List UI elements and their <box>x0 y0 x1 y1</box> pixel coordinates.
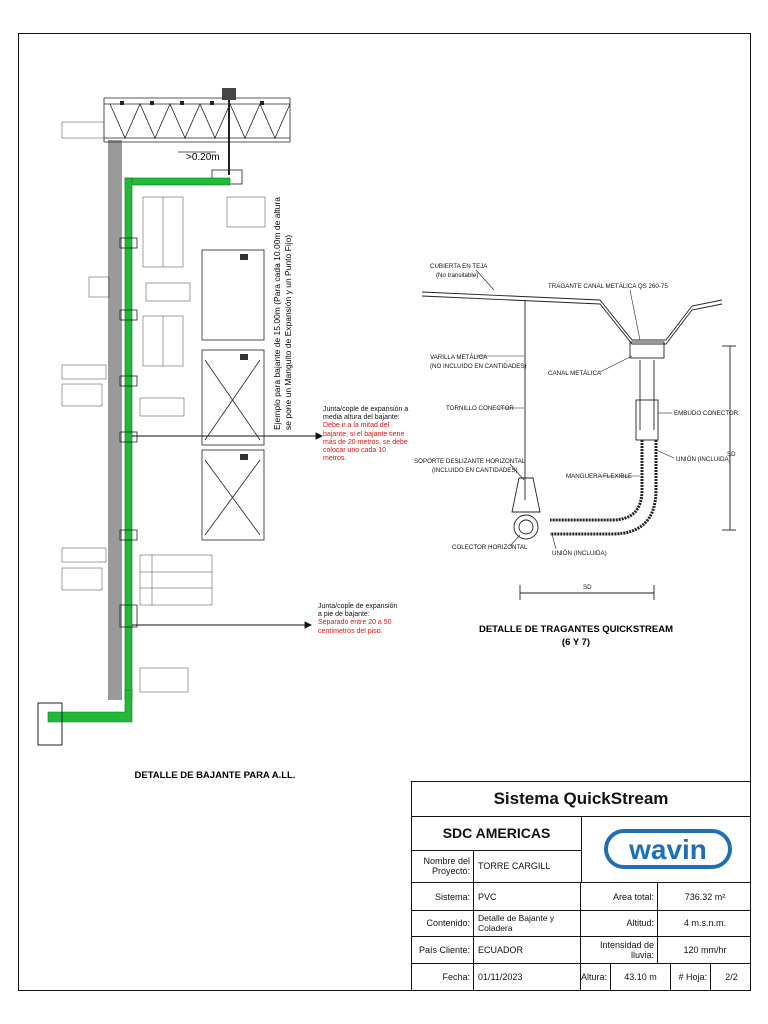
label-colector: COLECTOR HORIZONTAL <box>452 544 528 551</box>
content-value: Detalle de Bajante y Coladera <box>474 909 581 936</box>
green-downpipe <box>47 177 231 723</box>
company-row: SDC AMERICAS <box>412 816 581 851</box>
system-value: PVC <box>474 883 581 910</box>
label-soporte-sub: (INCLUIDO EN CANTIDADES) <box>432 467 518 474</box>
label-soporte: SOPORTE DESLIZANTE HORIZONTAL <box>414 458 526 465</box>
sheet-value: 2/2 <box>725 971 738 982</box>
altitude-value: 4 m.s.n.m. <box>683 917 726 928</box>
height-value: 43.10 m <box>611 963 671 990</box>
project-label: Nombre del Proyecto: <box>412 850 474 882</box>
system-title: Sistema QuickStream <box>412 782 750 817</box>
right-caption-line1: DETALLE DE TRAGANTES QUICKSTREAM <box>479 624 673 635</box>
left-note-boxes <box>61 121 189 693</box>
label-cubierta: CUBIERTA EN TEJA <box>430 263 488 270</box>
country-label: País Cliente: <box>412 936 474 963</box>
wall <box>108 140 122 700</box>
rain-label: Intensidad de lluvia: <box>581 936 658 963</box>
label-sd-horizontal: SD <box>583 584 592 591</box>
leader-lines <box>475 269 675 550</box>
label-tragante: TRAGANTE CANAL METÁLICA QS 260-75 <box>548 283 668 290</box>
label-union-incl: UNIÓN (INCLUIDA) <box>676 456 731 463</box>
label-embudo: EMBUDO CONECTOR <box>674 410 739 417</box>
callout-mid-red: Debe ir a la mitad del bajante, si el ba… <box>323 422 408 463</box>
rain-value: 120 mm/hr <box>683 944 727 955</box>
date-row: Fecha: 01/11/2023 Altura: 43.10 m # Hoja… <box>412 963 750 990</box>
label-union-bottom: UNIÓN (INCLUIDA) <box>552 550 607 557</box>
drawing-sheet-border <box>18 33 751 991</box>
system-row: Sistema: PVC Area total: 736.32 m² <box>412 882 750 911</box>
connector-funnel <box>635 399 659 441</box>
callout-bottom: Junta/cople de expansión a pie de bajant… <box>318 603 402 636</box>
vertical-note-1: Ejemplo para bajante de 15.00m (Para cad… <box>272 197 282 430</box>
pipe-clamps <box>119 237 138 628</box>
country-row: País Cliente: ECUADOR Intensidad de lluv… <box>412 936 750 964</box>
date-value: 01/11/2023 <box>474 963 581 990</box>
country-value: ECUADOR <box>474 936 581 963</box>
system-label: Sistema: <box>412 883 474 910</box>
flexible-hose <box>550 440 644 522</box>
spec-tables <box>139 196 266 606</box>
right-caption-line2: (6 Y 7) <box>562 637 590 648</box>
label-tornillo: TORNILLO CONECTOR <box>446 405 514 412</box>
label-cubierta-sub: (No transitable) <box>436 272 478 279</box>
project-row: Nombre del Proyecto: TORRE CARGILL <box>412 850 581 883</box>
purlins <box>120 101 264 105</box>
label-varilla: VARILLA METÁLICA <box>430 354 488 361</box>
label-canal: CANAL METÁLICA <box>548 370 602 377</box>
altitude-label: Altitud: <box>581 909 658 936</box>
sliding-support <box>511 477 541 513</box>
content-label: Contenido: <box>412 909 474 936</box>
area-value: 736.32 m² <box>684 891 726 902</box>
callout-mid-title: Junta/cople de expansión a media altura … <box>323 406 409 422</box>
callout-arrows <box>132 432 324 629</box>
label-sd-vertical: SD <box>727 451 736 458</box>
callout-mid-height: Junta/cople de expansión a media altura … <box>323 406 409 463</box>
logo-text: wavin <box>628 834 707 865</box>
content-row: Contenido: Detalle de Bajante y Coladera… <box>412 909 750 937</box>
callout-bottom-title: Junta/cople de expansión a pie de bajant… <box>318 603 398 619</box>
left-caption: DETALLE DE BAJANTE PARA A.LL. <box>135 770 296 781</box>
callout-bottom-red: Separado entre 20 a 50 centímetros del p… <box>318 619 392 635</box>
roof-drain-outlet <box>222 88 236 100</box>
company-name: SDC AMERICAS <box>442 825 551 841</box>
area-label: Area total: <box>581 883 658 910</box>
wavin-logo: wavin <box>581 816 753 882</box>
sheet-label: # Hoja: <box>671 963 711 990</box>
vertical-note-2: se pone un Manguito de Expansión y un Pu… <box>283 235 293 430</box>
height-label: Altura: <box>581 963 611 990</box>
title-block: Sistema QuickStream SDC AMERICAS wavin N… <box>411 781 751 991</box>
floor-box <box>37 702 63 746</box>
drain-outlet <box>629 341 665 359</box>
date-label: Fecha: <box>412 963 474 990</box>
label-manguera: MANGUERA FLEXIBLE <box>566 473 632 480</box>
roof-line <box>421 291 723 341</box>
project-value: TORRE CARGILL <box>478 861 551 871</box>
installation-diagrams <box>201 249 265 541</box>
horizontal-collector <box>513 514 539 540</box>
label-varilla-sub: (NO INCLUIDO EN CANTIDADES) <box>430 363 527 370</box>
dimension-text: >0.20m <box>186 152 220 163</box>
